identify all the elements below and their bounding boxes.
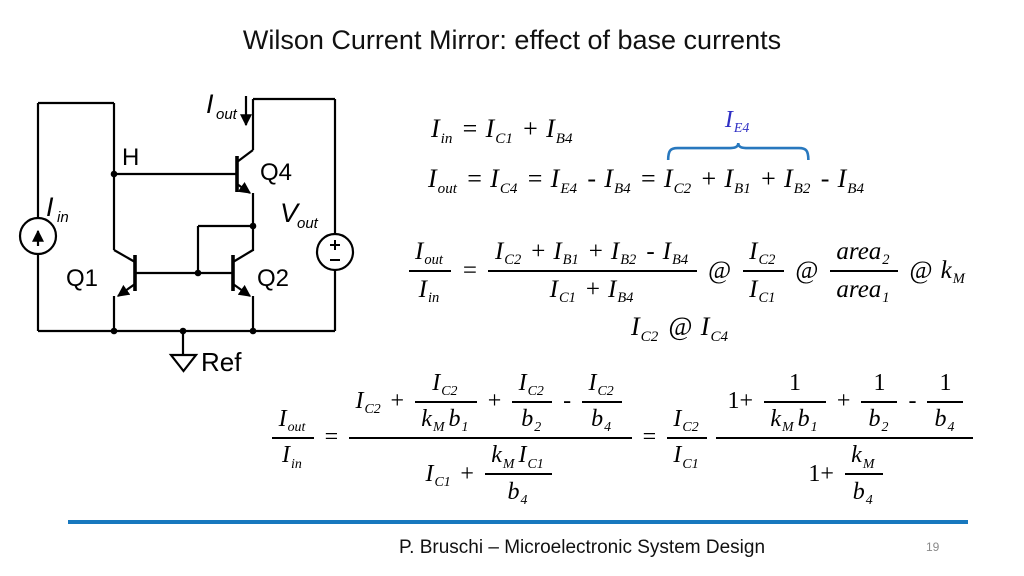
q4-label: Q4 xyxy=(260,159,292,186)
equation-iout: Iout=IC4=IE4-IB4= IE4 IC2+IB1+IB2 -IB4 xyxy=(427,107,867,197)
wilson-current-mirror-circuit: H Q1 Q2 Q4 Ref I in I out V out xyxy=(18,89,355,377)
equation-iout-tail: -IB4 xyxy=(820,164,865,197)
ref-label: Ref xyxy=(201,347,242,377)
iin-current-source xyxy=(18,216,58,256)
ie4-label: IE4 xyxy=(724,107,750,137)
overbrace-icon xyxy=(666,143,811,160)
ie4-braced-group: IE4 IC2+IB1+IB2 xyxy=(663,107,814,197)
iout-label: I xyxy=(206,89,214,119)
iout-label-sub: out xyxy=(216,106,238,123)
circuit-labels: H Q1 Q2 Q4 Ref I in I out V out xyxy=(46,89,319,377)
iin-label-sub: in xyxy=(57,209,69,226)
equation-iout-braced-terms: IC2+IB1+IB2 xyxy=(663,164,811,197)
ground-ref-symbol xyxy=(168,353,199,373)
q2-label: Q2 xyxy=(257,265,289,292)
iin-label: I xyxy=(46,192,54,222)
page-number: 19 xyxy=(926,540,940,554)
vout-label-sub: out xyxy=(297,215,319,232)
vout-voltage-source xyxy=(315,232,355,272)
transistor-q4 xyxy=(235,156,251,194)
equation-iout-lhs: Iout=IC4=IE4-IB4= xyxy=(428,164,656,197)
junction-dots xyxy=(110,170,257,335)
equation-ic2-ic4: IC2@IC4 xyxy=(631,312,729,345)
equation-iin: Iin=IC1+IB4 xyxy=(431,114,573,147)
q1-label: Q1 xyxy=(66,265,98,292)
circuit-wires xyxy=(36,97,337,355)
vout-label: V xyxy=(280,198,301,228)
footer-divider xyxy=(68,520,968,524)
footer-text: P. Bruschi – Microelectronic System Desi… xyxy=(398,537,766,558)
transistor-q1 xyxy=(117,255,137,297)
transistor-q2 xyxy=(231,255,251,297)
slide-title: Wilson Current Mirror: effect of base cu… xyxy=(242,25,782,55)
node-h-label: H xyxy=(122,144,139,171)
